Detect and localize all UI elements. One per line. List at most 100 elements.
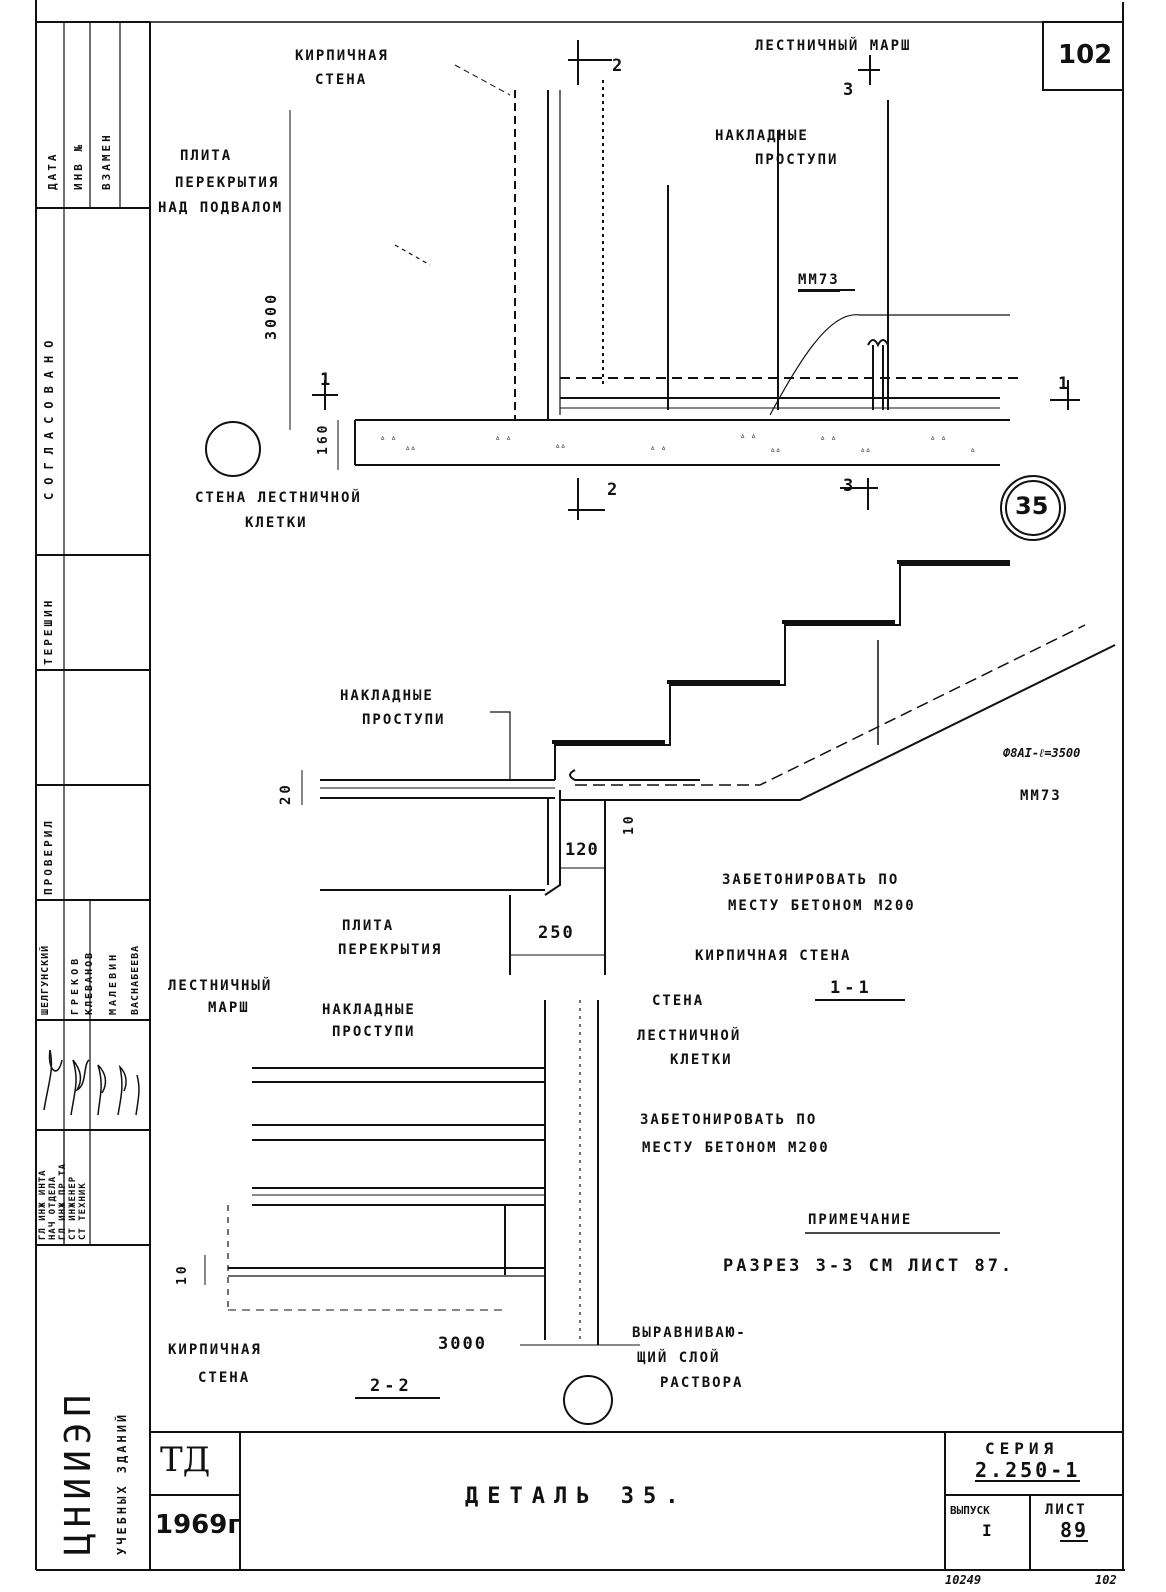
s22-leveling-line2: щий слой bbox=[637, 1350, 721, 1366]
tb-title: Деталь 35. bbox=[465, 1484, 688, 1509]
side-role-5: Ст техник bbox=[78, 1182, 88, 1240]
s11-dim-120: 120 bbox=[565, 840, 599, 860]
s22-stair-wall-line1: Стена bbox=[652, 993, 705, 1009]
side-org-sub: учебных зданий bbox=[115, 1411, 129, 1555]
plan-slab-line2: перекрытия bbox=[175, 175, 280, 191]
side-tereshin: Терешин bbox=[42, 597, 55, 665]
side-name-1: Шелгунский bbox=[40, 944, 51, 1015]
s11-dim-10: 10 bbox=[622, 813, 637, 835]
s11-slab-line2: перекрытия bbox=[338, 942, 443, 958]
s22-concrete-line1: Забетонировать по bbox=[640, 1112, 818, 1128]
side-role-4: Ст инженер bbox=[68, 1175, 78, 1240]
side-name-3: Клеванов bbox=[84, 950, 95, 1015]
side-role-1: Гл инж инта bbox=[38, 1169, 48, 1240]
section-2-2 bbox=[204, 1000, 1000, 1425]
side-name-2: Греков bbox=[70, 954, 81, 1015]
section-1-1 bbox=[301, 560, 1116, 1001]
plan-cut-1-left: 1 bbox=[320, 370, 335, 390]
side-role-2: Нач отдела bbox=[48, 1175, 58, 1240]
tb-sheet-value: 89 bbox=[1060, 1518, 1089, 1542]
s11-concrete-line1: Забетонировать по bbox=[722, 872, 900, 888]
plan-slab-line3: над подвалом bbox=[158, 200, 284, 216]
side-checked: Проверил bbox=[42, 818, 55, 895]
svg-text:▵ ▵: ▵ ▵ bbox=[650, 443, 666, 453]
svg-text:▵ ▵: ▵ ▵ bbox=[380, 433, 396, 443]
s11-nosings-line2: проступи bbox=[362, 712, 446, 728]
s22-nosings-line2: проступи bbox=[332, 1024, 416, 1040]
tb-year: 1969г bbox=[155, 1510, 241, 1540]
s22-stair-wall-line3: клетки bbox=[670, 1052, 733, 1068]
s11-brick-wall: Кирпичная стена bbox=[695, 948, 852, 964]
s11-dim-20: 20 bbox=[278, 782, 294, 805]
plan-part-code: ММ73 bbox=[798, 272, 840, 292]
side-agreed: Согласовано bbox=[42, 332, 56, 500]
svg-text:▵▵: ▵▵ bbox=[770, 445, 781, 455]
plan-nosings-line2: проступи bbox=[755, 152, 839, 168]
side-role-3: Гл инж пр та bbox=[58, 1162, 68, 1240]
s22-leveling-line1: Выравниваю- bbox=[632, 1325, 747, 1341]
note-text: Разрез 3-3 см лист 87. bbox=[723, 1256, 1015, 1276]
svg-text:▵ ▵: ▵ ▵ bbox=[495, 433, 511, 443]
side-name-4: Малевин bbox=[108, 951, 119, 1015]
plan-cut-2-top: 2 bbox=[612, 56, 627, 76]
side-inv: Инв № bbox=[72, 141, 85, 190]
s22-stair-flight-line1: Лестничный bbox=[168, 978, 273, 994]
plan-cut-3-bottom: 3 bbox=[843, 476, 858, 496]
plan-height-dim: 3000 bbox=[262, 291, 280, 340]
s22-title: 2-2 bbox=[370, 1376, 413, 1396]
plan-slab-line1: Плита bbox=[180, 148, 233, 164]
s11-concrete-line2: месту бетоном М200 bbox=[728, 898, 916, 914]
plan-stair-wall-line1: Стена лестничной bbox=[195, 490, 362, 506]
plan-aggregate: ▵ ▵ ▵▵ ▵ ▵ ▵▵ ▵ ▵ ▵ ▵ ▵▵ ▵ ▵ ▵▵ ▵ ▵ ▵ bbox=[380, 431, 975, 455]
tb-issue-value: I bbox=[982, 1521, 994, 1540]
plan-cut-1-right: 1 bbox=[1058, 374, 1073, 394]
note-heading: Примечание bbox=[808, 1212, 913, 1228]
s22-dim-10: 10 bbox=[175, 1263, 190, 1285]
svg-text:▵ ▵: ▵ ▵ bbox=[740, 431, 756, 441]
plan-brick-wall-line2: стена bbox=[315, 72, 368, 88]
svg-text:▵: ▵ bbox=[970, 445, 975, 455]
plan-view bbox=[205, 40, 1080, 541]
s22-brick-wall-line2: стена bbox=[198, 1370, 251, 1386]
side-replace: Взамен bbox=[100, 132, 113, 190]
tb-inv-number: 10249 bbox=[945, 1573, 982, 1587]
detail-badge: 35 bbox=[1015, 492, 1049, 520]
s22-dim-3000: 3000 bbox=[438, 1334, 487, 1354]
signatures bbox=[43, 1049, 140, 1116]
side-name-5: Васнабеева bbox=[130, 944, 141, 1015]
svg-text:▵▵: ▵▵ bbox=[555, 441, 566, 451]
plan-stair-flight: Лестничный марш bbox=[755, 38, 912, 54]
tb-series-label: Серия bbox=[985, 1439, 1059, 1458]
s22-nosings-line1: Накладные bbox=[322, 1002, 416, 1018]
s11-title: 1-1 bbox=[830, 978, 873, 998]
side-org: ЦНИИЭП bbox=[58, 1388, 99, 1555]
plan-nosings-line1: Накладные bbox=[715, 128, 809, 144]
s22-brick-wall-line1: Кирпичная bbox=[168, 1342, 262, 1358]
side-date: Дата bbox=[46, 151, 59, 191]
svg-text:▵▵: ▵▵ bbox=[860, 445, 871, 455]
tb-issue-label: Выпуск bbox=[950, 1504, 990, 1517]
svg-text:▵ ▵: ▵ ▵ bbox=[930, 433, 946, 443]
tb-corner-number: 102 bbox=[1095, 1573, 1117, 1587]
s11-part-code: ММ73 bbox=[1020, 788, 1062, 804]
svg-text:▵▵: ▵▵ bbox=[405, 443, 416, 453]
s22-stair-flight-line2: марш bbox=[208, 1000, 250, 1016]
plan-stair-wall-line2: клетки bbox=[245, 515, 308, 531]
plan-cut-2-bottom: 2 bbox=[607, 480, 622, 500]
tb-series-value: 2.250-1 bbox=[975, 1458, 1081, 1482]
s22-concrete-line2: месту бетоном М200 bbox=[642, 1140, 830, 1156]
tb-sheet-label: Лист bbox=[1045, 1502, 1087, 1518]
s11-dim-250: 250 bbox=[538, 923, 575, 943]
s11-rebar: Ф8АI-ℓ=3500 bbox=[1003, 746, 1081, 760]
svg-text:▵ ▵: ▵ ▵ bbox=[820, 433, 836, 443]
tb-td: ТД bbox=[160, 1440, 211, 1480]
s11-nosings-line1: Накладные bbox=[340, 688, 434, 704]
s22-leveling-line3: раствора bbox=[660, 1375, 744, 1391]
plan-slab-dim: 160 bbox=[316, 422, 331, 455]
sheet-number: 102 bbox=[1058, 40, 1113, 70]
s22-stair-wall-line2: лестничной bbox=[637, 1028, 742, 1044]
s11-slab-line1: Плита bbox=[342, 918, 395, 934]
plan-cut-3-top: 3 bbox=[843, 80, 858, 100]
plan-brick-wall-line1: Кирпичная bbox=[295, 48, 389, 64]
